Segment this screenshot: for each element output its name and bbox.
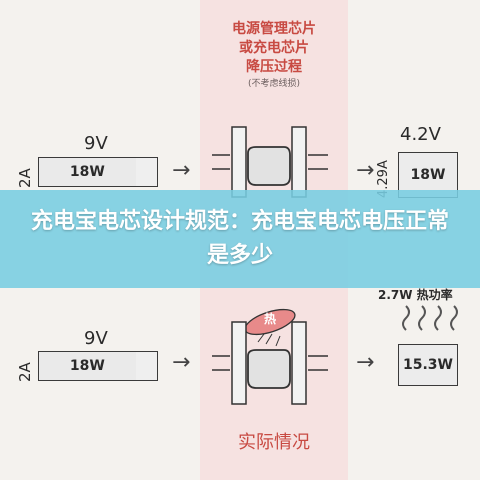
top-title-line3: 降压过程 [246,59,302,75]
top-input-current: 2A [16,168,34,188]
bottom-input-current: 2A [16,362,34,382]
top-input-voltage: 9V [84,133,108,154]
arrow-right-icon: → [172,350,191,375]
bottom-title: 实际情况 [238,432,310,453]
bottom-output-heat: 2.7W 热功率 [378,288,453,302]
bottom-input-voltage: 9V [84,328,108,349]
banner-text: 充电宝电芯设计规范：充电宝电芯电压正常是多少 [30,209,449,268]
title-banner: 充电宝电芯设计规范：充电宝电芯电压正常是多少 [0,190,480,288]
arrow-right-icon: → [356,350,375,375]
heat-waves-icon [402,305,458,331]
top-title-note: (不考虑线损) [247,79,301,89]
arrow-right-icon: → [172,158,191,183]
bottom-input-power-bar: 18W [38,351,158,381]
top-chip-illustration [212,126,328,198]
top-title-line1: 电源管理芯片 [232,21,316,37]
top-output-voltage: 4.2V [400,124,441,145]
top-title-line2: 或充电芯片 [239,40,309,56]
bottom-input-power: 18W [39,352,136,380]
bottom-chip-illustration [212,308,328,405]
bottom-output-power: 15.3W [398,344,458,386]
top-input-power: 18W [39,158,136,186]
top-title: 电源管理芯片 或充电芯片 降压过程 (不考虑线损) [200,20,348,91]
arrow-right-icon: → [356,158,375,183]
chip-heat-tag: 热 [264,312,277,326]
top-input-power-bar: 18W [38,157,158,187]
